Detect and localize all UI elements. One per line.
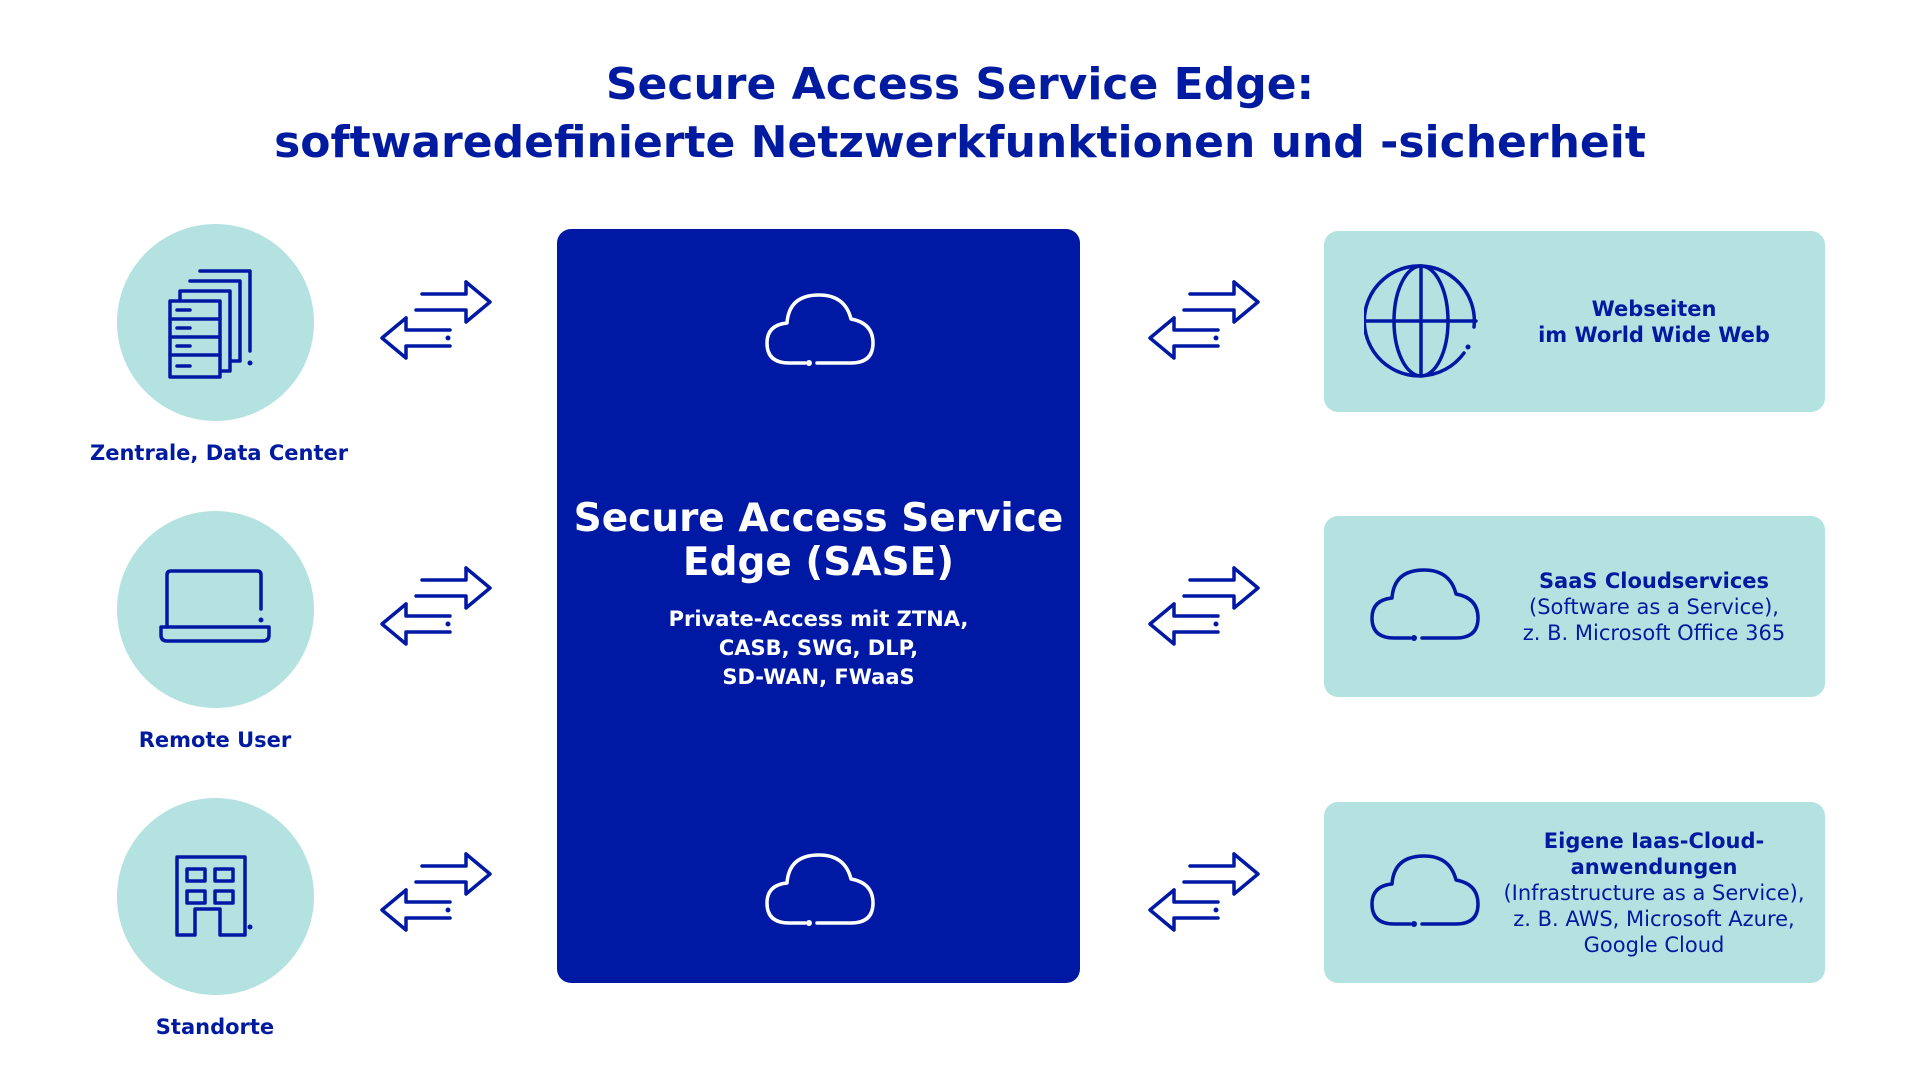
- sase-title-line-1: Secure Access Service: [573, 496, 1064, 541]
- sase-feature-line-1: Private-Access mit ZTNA,: [668, 607, 969, 631]
- data-center-circle: [116, 224, 314, 421]
- cloud-icon: [765, 853, 875, 926]
- bidirectional-arrow-icon: [380, 280, 492, 360]
- cloud-icon: [1370, 854, 1480, 927]
- right-box-title-line-1: Webseiten: [1591, 296, 1717, 321]
- right-box-web: Webseiten im World Wide Web: [1324, 231, 1825, 412]
- right-box-title-line-1: Eigene Iaas-Cloud-: [1543, 828, 1765, 853]
- right-box-line-1: (Infrastructure as a Service),: [1503, 880, 1805, 905]
- right-box-iaas: Eigene Iaas-Cloud- anwendungen (Infrastr…: [1324, 802, 1825, 983]
- sase-feature-line-2: CASB, SWG, DLP,: [718, 636, 919, 660]
- right-box-saas: SaaS Cloudservices (Software as a Servic…: [1324, 516, 1825, 697]
- cloud-icon: [1370, 568, 1480, 641]
- data-center-icon: [168, 268, 253, 379]
- right-box-line-3: Google Cloud: [1583, 932, 1725, 957]
- diagram-title: Secure Access Service Edge: softwaredefi…: [0, 56, 1920, 172]
- bidirectional-arrow-icon: [380, 852, 492, 932]
- right-box-line-1: (Software as a Service),: [1529, 594, 1779, 619]
- standorte-circle: [116, 798, 314, 995]
- cloud-icon: [765, 293, 875, 366]
- sase-title: Secure Access Service Edge (SASE): [557, 497, 1080, 585]
- sase-title-line-2: Edge (SASE): [682, 540, 955, 585]
- sase-box: Secure Access Service Edge (SASE) Privat…: [557, 229, 1080, 983]
- right-box-text: SaaS Cloudservices (Software as a Servic…: [1499, 516, 1809, 697]
- building-icon: [175, 854, 253, 937]
- globe-icon: [1364, 264, 1478, 378]
- bidirectional-arrow-icon: [380, 566, 492, 646]
- right-box-line-2: z. B. AWS, Microsoft Azure,: [1513, 906, 1795, 931]
- right-box-title-line-1: SaaS Cloudservices: [1538, 568, 1770, 593]
- right-box-title-line-2: im World Wide Web: [1538, 322, 1770, 347]
- left-item-data-center: Zentrale, Data Center: [90, 224, 349, 465]
- left-item-remote-user: Remote User: [90, 511, 340, 752]
- right-box-line-2: z. B. Microsoft Office 365: [1522, 620, 1786, 645]
- laptop-icon: [159, 568, 271, 643]
- left-item-label: Remote User: [138, 728, 292, 752]
- title-line-2: softwaredefinierte Netzwerkfunktionen un…: [274, 117, 1646, 168]
- right-box-title-line-2: anwendungen: [1570, 854, 1738, 879]
- sase-features: Private-Access mit ZTNA, CASB, SWG, DLP,…: [557, 605, 1080, 692]
- bidirectional-arrow-icon: [1148, 566, 1260, 646]
- left-item-label: Zentrale, Data Center: [90, 441, 349, 465]
- bidirectional-arrow-icon: [1148, 852, 1260, 932]
- right-box-text: Webseiten im World Wide Web: [1499, 231, 1809, 412]
- left-item-standorte: Standorte: [90, 798, 340, 1039]
- title-line-1: Secure Access Service Edge:: [605, 59, 1315, 110]
- remote-user-circle: [116, 511, 314, 708]
- left-item-label: Standorte: [155, 1015, 275, 1039]
- sase-feature-line-3: SD-WAN, FWaaS: [722, 665, 915, 689]
- right-box-text: Eigene Iaas-Cloud- anwendungen (Infrastr…: [1499, 802, 1809, 983]
- bidirectional-arrow-icon: [1148, 280, 1260, 360]
